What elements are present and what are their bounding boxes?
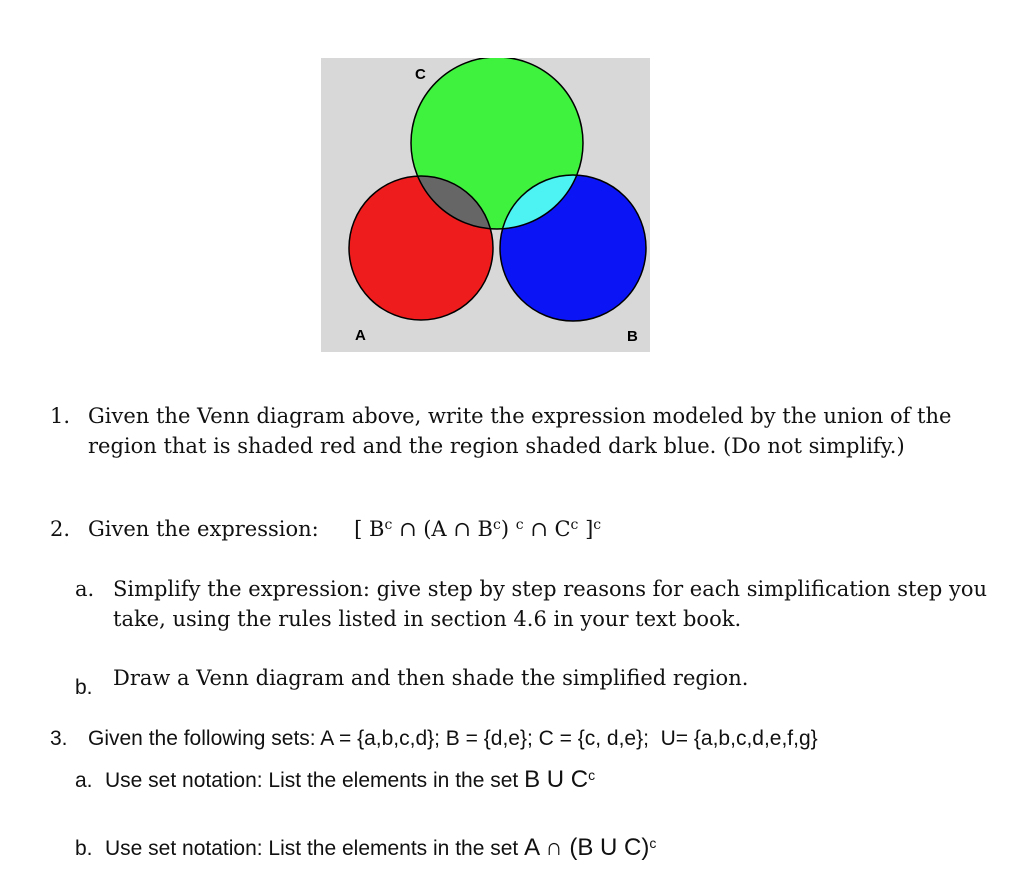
set-a-outline (348, 175, 494, 321)
label-b: B (627, 328, 638, 345)
question-3-number: 3. (50, 727, 68, 750)
b-and-c-region (500, 175, 583, 229)
question-2b-text: Draw a Venn diagram and then shade the s… (113, 666, 749, 690)
question-1-number: 1. (50, 404, 71, 428)
set-c-outline (410, 58, 584, 230)
expr-part-2: ∩ (A ∩ B (392, 517, 493, 541)
label-a: A (355, 327, 366, 344)
question-2-line: 2. Given the expression: [ Bc ∩ (A ∩ Bc) … (50, 517, 601, 541)
question-2a-letter: a. (75, 577, 95, 601)
expr-part-3: ) (500, 517, 516, 541)
question-1-text-line-1: Given the Venn diagram above, write the … (88, 404, 952, 428)
question-3a-line: a. Use set notation: List the elements in… (75, 766, 595, 794)
question-3-line: 3. Given the following sets: A = {a,b,c,d… (50, 727, 818, 751)
question-3-universe: U= {a,b,c,d,e,f,g} (660, 727, 818, 750)
expr-part-1: [ B (354, 517, 385, 541)
label-c: C (415, 66, 426, 83)
question-3a-letter: a. (75, 769, 93, 792)
question-2-lead: Given the expression: (88, 517, 319, 541)
question-2a-text-line-2: take, using the rules listed in section … (113, 607, 742, 631)
set-b-outline (499, 174, 647, 322)
question-3b-letter: b. (75, 837, 93, 860)
question-3b-text: Use set notation: List the elements in t… (105, 837, 525, 860)
question-2b-letter: b. (75, 676, 93, 699)
question-3b-line: b. Use set notation: List the elements in… (75, 834, 656, 862)
expr-sup-3: c (515, 517, 524, 533)
a-and-c-region (411, 176, 493, 229)
question-2-expression: [ Bc ∩ (A ∩ Bc) c ∩ Cc ]c (354, 517, 601, 541)
question-1-text-line-2: region that is shaded red and the region… (88, 434, 905, 458)
question-3b-expression: A ∩ (B U C) (524, 834, 650, 861)
question-2a-line-1: a. Simplify the expression: give step by … (75, 577, 987, 601)
expr-part-5: ] (578, 517, 594, 541)
venn-diagram: C A B (321, 58, 650, 352)
expr-part-4: ∩ C (523, 517, 571, 541)
question-2a-text-line-1: Simplify the expression: give step by st… (113, 577, 988, 601)
question-3-text: Given the following sets: A = {a,b,c,d};… (88, 727, 649, 750)
expr-sup-1: c (384, 517, 393, 533)
question-3a-text: Use set notation: List the elements in t… (105, 769, 525, 792)
question-2-number: 2. (50, 517, 71, 541)
question-3b-sup: c (649, 835, 657, 851)
expr-sup-2: c (492, 517, 501, 533)
question-1-line-1: 1. Given the Venn diagram above, write th… (50, 404, 951, 428)
expr-sup-4: c (570, 517, 579, 533)
question-3a-expression: B U C (524, 766, 589, 793)
question-3a-sup: c (588, 767, 596, 783)
expr-sup-5: c (593, 517, 602, 533)
